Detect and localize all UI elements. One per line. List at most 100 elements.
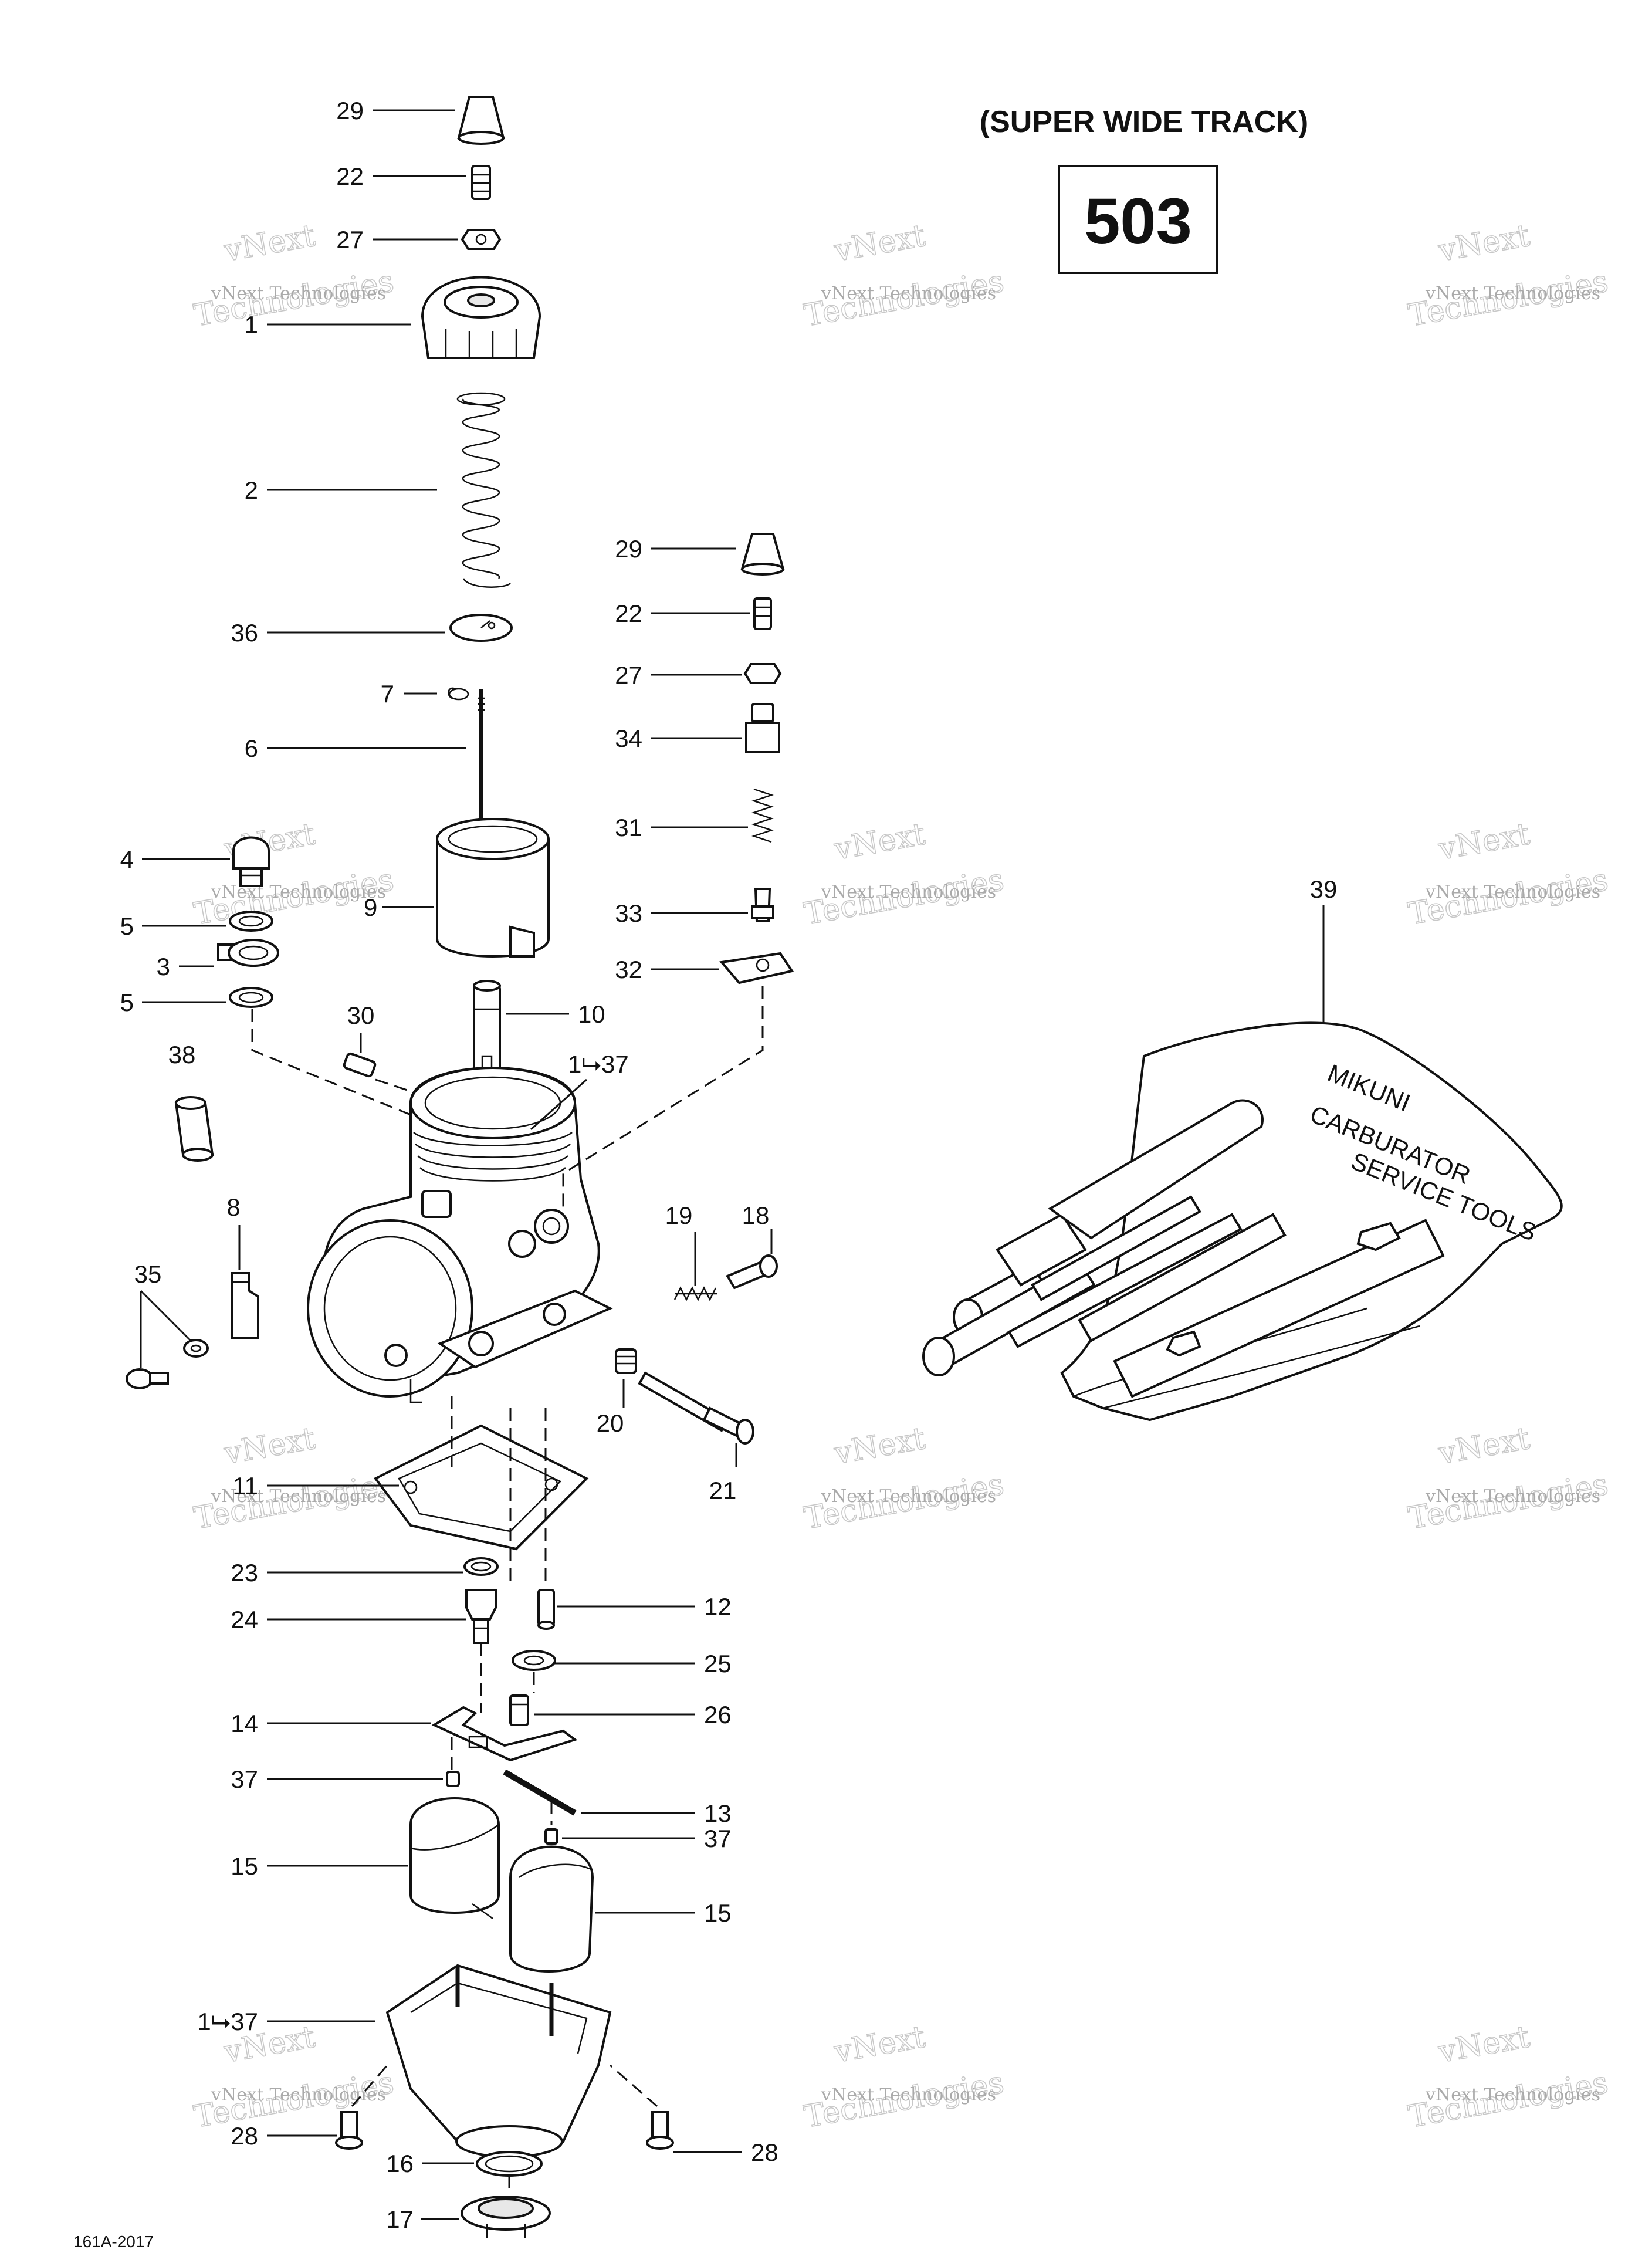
part-30-screw <box>343 1052 377 1078</box>
part-39-tool-kit: MIKUNI CARBURATOR SERVICE TOOLS <box>922 1021 1563 1422</box>
callout-5-a: 5 <box>120 912 134 940</box>
callout-19: 19 <box>665 1202 693 1229</box>
part-27-nut-mid <box>743 663 782 684</box>
part-37-clip-a <box>446 1771 460 1787</box>
callout-10: 10 <box>578 1000 605 1028</box>
svg-text:vNext Technologies: vNext Technologies <box>821 1486 996 1507</box>
watermark-ll: vNext Technologies vNext Technologies <box>191 1420 397 1537</box>
part-23-o-ring <box>463 1557 499 1576</box>
diagram-title: (SUPER WIDE TRACK) <box>980 105 1308 139</box>
part-6-jet-needle <box>478 689 485 830</box>
part-25-washer <box>512 1650 556 1671</box>
callout-1-37-a: 1⮡37 <box>568 1050 629 1078</box>
part-24-needle-valve <box>465 1589 497 1644</box>
svg-text:vNext: vNext <box>221 1421 318 1471</box>
callout-labels: 29 22 27 1 2 36 7 6 4 9 5 3 5 30 10 1⮡37… <box>120 97 1338 2233</box>
svg-text:vNext Technologies: vNext Technologies <box>821 283 996 304</box>
watermark-mr: vNext Technologies vNext Technologies <box>1406 816 1612 932</box>
part-14-float-arm <box>431 1706 578 1762</box>
svg-text:vNext: vNext <box>831 218 928 269</box>
watermark-bm: vNext Technologies vNext Technologies <box>801 2019 1007 2135</box>
part-float-chamber <box>385 1964 612 2158</box>
callout-5-b: 5 <box>120 989 134 1016</box>
callout-30: 30 <box>347 1002 375 1029</box>
part-27-nut-top <box>461 229 502 250</box>
callout-35: 35 <box>134 1260 162 1288</box>
part-15-float-a <box>409 1797 500 1920</box>
part-37-clip-b <box>544 1828 558 1845</box>
svg-text:vNext: vNext <box>1436 1421 1532 1471</box>
callout-27-mid: 27 <box>615 661 642 689</box>
callout-25: 25 <box>704 1650 732 1677</box>
callout-11: 11 <box>232 1472 258 1500</box>
callout-23: 23 <box>231 1559 258 1586</box>
part-carburetor-body <box>307 1067 613 1403</box>
callout-21: 21 <box>709 1477 737 1504</box>
part-9-throttle-valve <box>436 818 550 958</box>
callout-16: 16 <box>386 2150 414 2177</box>
part-28-screw-b <box>646 2111 674 2150</box>
svg-text:vNext Technologies: vNext Technologies <box>211 2085 386 2105</box>
callout-27-top: 27 <box>336 226 364 253</box>
part-38-sleeve <box>174 1096 214 1162</box>
callout-36: 36 <box>231 619 258 647</box>
callout-28-a: 28 <box>231 2122 258 2150</box>
part-5-washer-b <box>229 987 273 1008</box>
callout-33: 33 <box>615 899 642 927</box>
svg-text:vNext: vNext <box>1436 218 1532 269</box>
part-7-clip <box>448 687 469 701</box>
svg-text:vNext: vNext <box>831 2019 928 2070</box>
leader-lines <box>140 109 1325 2220</box>
part-31-plunger-spring <box>751 788 774 843</box>
svg-text:vNext Technologies: vNext Technologies <box>821 2085 996 2105</box>
svg-text:vNext: vNext <box>221 218 318 269</box>
callout-3: 3 <box>157 953 170 980</box>
callout-13: 13 <box>704 1799 732 1827</box>
callout-6: 6 <box>245 735 258 762</box>
part-22-adjuster-mid <box>753 597 772 630</box>
callout-8: 8 <box>226 1193 240 1221</box>
callout-32: 32 <box>615 956 642 983</box>
svg-text:vNext: vNext <box>831 817 928 867</box>
part-22-adjuster-top <box>471 165 491 200</box>
part-17-drain-plug <box>461 2196 551 2238</box>
watermark-tr: vNext Technologies vNext Technologies <box>1406 218 1612 334</box>
part-21-idle-screw <box>638 1371 754 1445</box>
part-29-cap-mid <box>740 533 785 576</box>
callout-15-a: 15 <box>231 1852 258 1880</box>
callout-37-b: 37 <box>704 1825 732 1852</box>
callout-20: 20 <box>597 1409 624 1437</box>
model-code-box <box>1058 165 1218 274</box>
part-3-pilot-air-screw <box>217 939 279 967</box>
part-28-screw-a <box>335 2111 363 2150</box>
part-20-spring <box>615 1348 637 1374</box>
part-10-needle-jet <box>473 980 501 1081</box>
part-15-float-b <box>509 1845 594 1973</box>
callout-7: 7 <box>381 680 394 708</box>
part-1-mixing-chamber-top <box>421 276 541 359</box>
callout-38: 38 <box>168 1041 196 1068</box>
callout-37-a: 37 <box>231 1765 258 1793</box>
callout-18: 18 <box>742 1202 770 1229</box>
figure-code: 161A-2017 <box>73 2232 154 2251</box>
part-33-plunger <box>751 888 774 922</box>
model-code: 503 <box>1084 185 1192 258</box>
part-18-plunger <box>726 1254 778 1290</box>
part-34-plunger-cap <box>745 703 780 753</box>
svg-text:vNext Technologies: vNext Technologies <box>821 882 996 902</box>
svg-text:vNext Technologies: vNext Technologies <box>211 1486 386 1507</box>
callout-12: 12 <box>704 1593 732 1621</box>
callout-28-b: 28 <box>751 2139 778 2166</box>
callout-4: 4 <box>120 845 134 873</box>
watermark-lr: vNext Technologies vNext Technologies <box>1406 1420 1612 1537</box>
callout-34: 34 <box>615 725 642 752</box>
part-26-main-jet <box>509 1694 529 1726</box>
callout-26: 26 <box>704 1701 732 1728</box>
part-36-spring-seat <box>449 614 513 642</box>
dashed-assembly-lines <box>251 986 764 2194</box>
part-16-o-ring <box>476 2151 543 2177</box>
part-5-washer-a <box>229 911 273 932</box>
callout-1-37-b: 1⮡37 <box>197 2008 258 2035</box>
watermark-br: vNext Technologies vNext Technologies <box>1406 2019 1612 2135</box>
svg-text:vNext Technologies: vNext Technologies <box>1425 1486 1600 1507</box>
